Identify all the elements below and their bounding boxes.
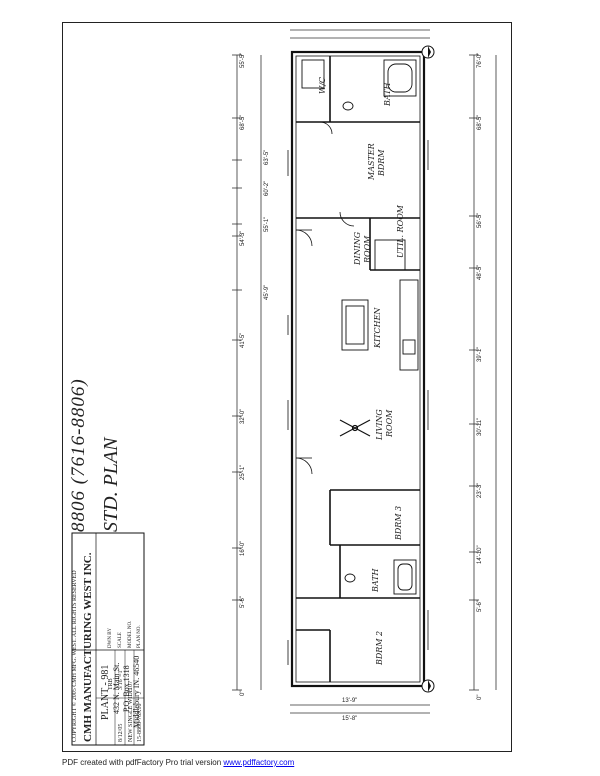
dim-left-11: 16'-0" — [240, 540, 246, 556]
dim-left-10: 25'-1" — [240, 464, 246, 480]
company-name: CMH MANUFACTURING WEST INC. — [82, 552, 94, 742]
dim-left-8: 41'-5" — [240, 332, 246, 348]
room-label-bath2: BATH — [371, 568, 380, 592]
copyright-text: COPYRIGHT © 2005 CMH MFG. WEST. ALL RIGH… — [72, 570, 78, 742]
dim-right-2: 68'-5" — [477, 114, 483, 130]
std-plan-title: STD. PLAN — [100, 437, 122, 532]
value-type: NEW SINGLE WIDE — [128, 688, 134, 742]
dim-right-9: 5'-6" — [477, 600, 483, 612]
value-date: 8/12/05 — [118, 723, 124, 742]
drawing-border — [62, 22, 512, 752]
room-label-dining-2: ROOM — [363, 235, 372, 263]
pdf-footer: PDF created with pdfFactory Pro trial ve… — [62, 758, 294, 767]
room-label-master-bath: BATH — [383, 82, 392, 106]
dim-right-8: 14'-10" — [477, 545, 483, 564]
room-label-utility: UTIL. ROOM — [396, 205, 405, 258]
value-plan-no: 15-8806-76X16 — [137, 703, 143, 742]
dim-left-13: 0" — [240, 690, 246, 696]
dim-left-7: 45'-9" — [264, 284, 270, 300]
room-label-master-2: BDRM — [377, 149, 386, 176]
room-label-kitchen: KITCHEN — [373, 307, 382, 348]
label-model: MODEL NO. — [128, 620, 133, 648]
dim-left-9: 32'-0" — [240, 408, 246, 424]
room-label-bdrm2: BDRM 2 — [375, 630, 384, 665]
dim-left-1: 55'-5" — [240, 52, 246, 68]
value-dwn: TRB — [108, 678, 114, 690]
footer-link[interactable]: www.pdffactory.com — [223, 758, 295, 767]
room-label-wic: W/C — [318, 76, 327, 94]
dim-left-2: 68'-5" — [240, 114, 246, 130]
dim-right-7: 23'-3" — [477, 482, 483, 498]
dim-left-4: 60'-2" — [264, 180, 270, 196]
plan-number-title: 8806 (7616-8806) — [68, 378, 89, 532]
dim-right-10: 0" — [477, 694, 483, 700]
footer-prefix: PDF created with pdfFactory Pro trial ve… — [62, 758, 224, 767]
label-scale: SCALE — [118, 632, 123, 648]
dim-left-12: 5'-6" — [240, 596, 246, 608]
dim-right-6: 30'-11" — [477, 417, 483, 436]
value-scale: 3/16"=1' — [118, 669, 124, 690]
room-label-living-2: ROOM — [385, 409, 394, 437]
dim-bottom-1: 15'-8" — [342, 716, 358, 722]
dim-right-4: 48'-5" — [477, 264, 483, 280]
dim-left-6: 54'-3" — [240, 230, 246, 246]
room-label-bdrm3: BDRM 3 — [394, 505, 403, 540]
label-dwn: DWN BY — [108, 627, 113, 648]
dim-right-5: 39'-1" — [477, 346, 483, 362]
room-label-living-1: LIVING — [375, 409, 384, 440]
label-plan-no: PLAN NO. — [137, 625, 142, 648]
room-label-master-1: MASTER — [367, 143, 376, 180]
dim-left-3: 63'-5" — [264, 149, 270, 165]
dim-bottom-2: 13'-9" — [342, 698, 358, 704]
dim-left-5: 55'-1" — [264, 216, 270, 232]
dim-right-1: 76'-0" — [477, 52, 483, 68]
plant-name: PLANT - 981 — [100, 664, 111, 720]
dim-right-3: 56'-5" — [477, 212, 483, 228]
room-label-dining-1: DINING — [353, 231, 362, 265]
